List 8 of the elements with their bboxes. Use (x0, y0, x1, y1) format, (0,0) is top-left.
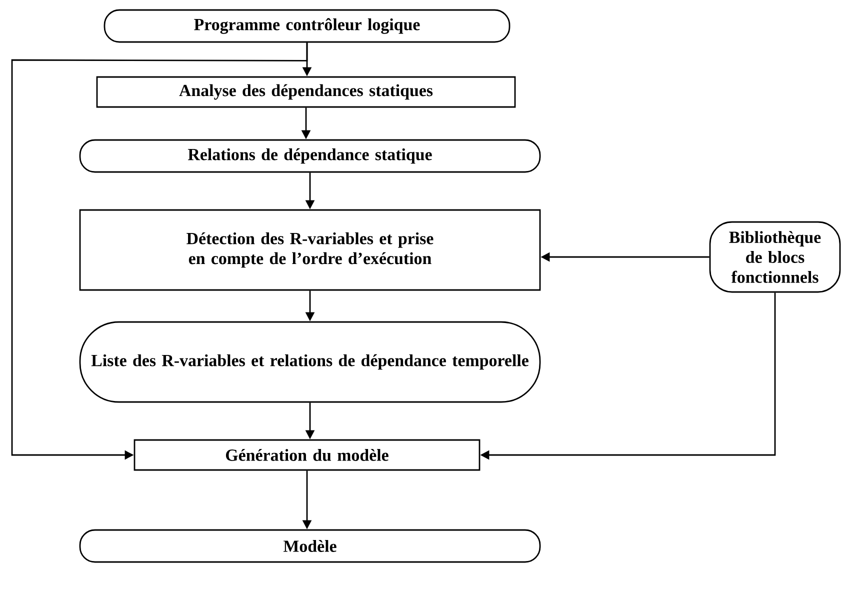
terminal-box: Modèle (79, 529, 541, 563)
terminal-box: Liste des R-variables et relations de dépendance temporelle (79, 321, 541, 403)
process-box: Analyse des dépendances statiques (96, 76, 516, 108)
terminal-box: Programme contrôleur logique (104, 9, 510, 43)
library-box: Bibliothèque de blocs fonctionnels (709, 221, 841, 293)
terminal-box: Relations de dépendance statique (79, 139, 541, 173)
process-box: Détection des R-variables et prise en compte de l’ordre d’exécution (79, 209, 541, 291)
process-box: Génération du modèle (134, 439, 480, 471)
